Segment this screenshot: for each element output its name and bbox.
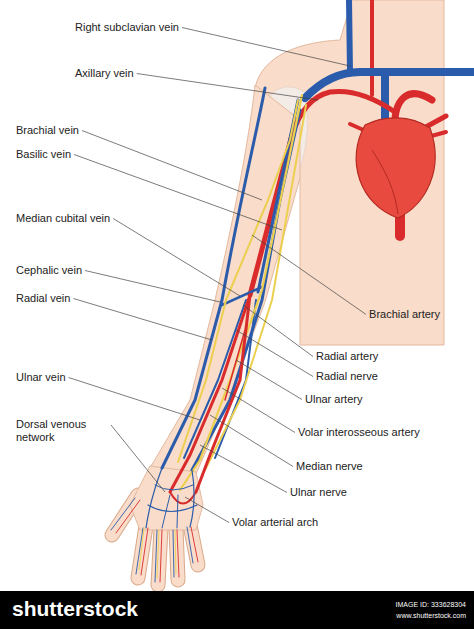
part-label: Brachial artery xyxy=(369,308,440,321)
part-label: Brachial vein xyxy=(16,124,79,137)
part-label: Cephalic vein xyxy=(16,264,82,277)
leader-line xyxy=(243,305,313,357)
part-label: Dorsal venous network xyxy=(16,418,108,444)
torso-outline xyxy=(255,0,444,345)
leader-line xyxy=(210,415,293,467)
footer-bar xyxy=(0,591,474,629)
part-label: Basilic vein xyxy=(16,148,71,161)
leader-line xyxy=(222,388,295,433)
leader-line xyxy=(200,445,287,493)
leader-line xyxy=(73,299,212,341)
heart-groove xyxy=(372,150,398,214)
part-label: Ulnar nerve xyxy=(290,486,347,499)
leader-line xyxy=(69,378,200,421)
part-label: Axillary vein xyxy=(75,67,134,80)
part-label: Radial artery xyxy=(316,350,378,363)
watermark-url: www.shutterstock.com xyxy=(396,611,466,620)
part-label: Radial nerve xyxy=(316,370,378,383)
arm-vessels xyxy=(146,88,306,528)
watermark-id: IMAGE ID: 333628304 xyxy=(396,600,466,609)
leader-line xyxy=(185,497,229,523)
part-label: Volar arterial arch xyxy=(232,516,318,529)
finger-vessels xyxy=(111,498,198,582)
part-label: Radial vein xyxy=(16,292,70,305)
central-vessels xyxy=(250,0,474,295)
leader-line xyxy=(137,74,318,101)
leader-line xyxy=(111,425,165,492)
leader-line xyxy=(236,330,313,377)
leader-line xyxy=(85,271,220,303)
part-label: Median nerve xyxy=(296,460,363,473)
leader-line xyxy=(236,360,302,400)
part-label: Ulnar artery xyxy=(305,393,362,406)
leader-line xyxy=(252,235,366,315)
leader-line xyxy=(113,219,240,297)
part-label: Right subclavian vein xyxy=(75,21,179,34)
part-label: Ulnar vein xyxy=(16,371,66,384)
leader-line xyxy=(82,131,262,201)
part-label: Median cubital vein xyxy=(16,212,110,225)
watermark-logo: shutterstock xyxy=(12,596,138,622)
leader-line xyxy=(182,28,350,67)
part-label: Volar interosseous artery xyxy=(298,426,420,439)
palm xyxy=(130,466,203,530)
heart xyxy=(356,118,435,218)
